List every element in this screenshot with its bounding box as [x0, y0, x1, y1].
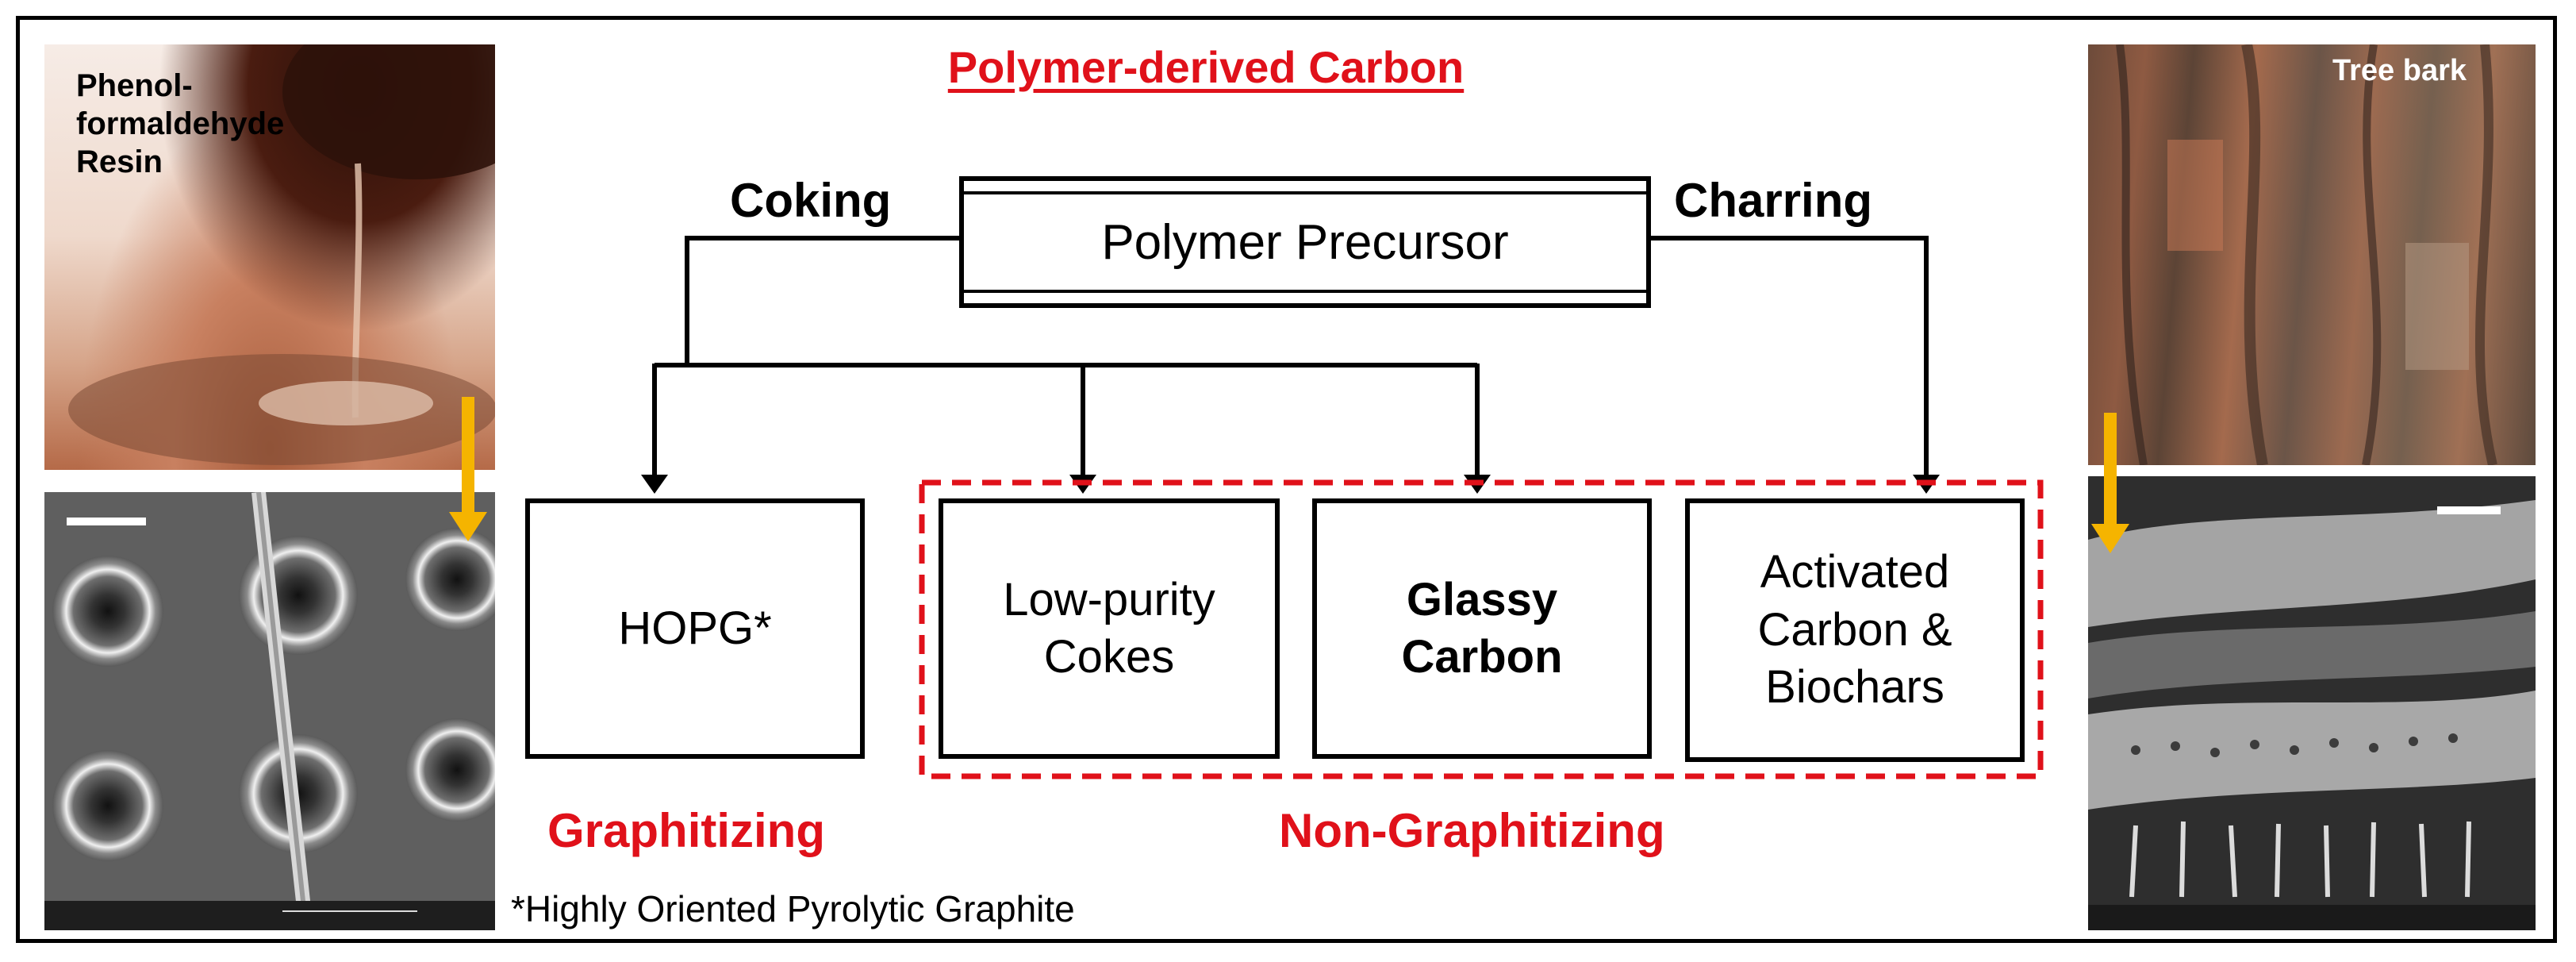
- polymer-precursor-text: Polymer Precursor: [1101, 215, 1509, 271]
- resin-label: Phenol- formaldehyde Resin: [76, 68, 285, 179]
- biochar-micrograph-graphic: [2088, 476, 2536, 930]
- precursor-outer-border: [959, 176, 1651, 308]
- activated-text-line-3: Biochars: [1765, 661, 1944, 714]
- sem-micrograph-graphic: [44, 492, 495, 930]
- resin-pour-graphic: [68, 44, 495, 465]
- activated-text-line-2: Carbon &: [1757, 603, 1952, 656]
- resin-photo: Phenol- formaldehyde Resin: [44, 44, 495, 470]
- activated-text-line-1: Activated: [1760, 546, 1950, 598]
- figure-title: Polymer-derived Carbon: [947, 42, 1465, 92]
- activated-carbon-box: Activated Carbon & Biochars: [1685, 498, 2025, 762]
- cokes-text-line-1: Low-purity: [1003, 573, 1215, 625]
- glassy-text-line-1: Glassy: [1406, 573, 1558, 625]
- bark-texture-graphic: [2116, 44, 2497, 465]
- hopg-text: HOPG*: [618, 602, 772, 654]
- charring-label: Charring: [1674, 174, 1873, 227]
- hopg-box: HOPG*: [525, 498, 865, 759]
- glassy-text-line-2: Carbon: [1401, 631, 1563, 683]
- tree-bark-photo: Tree bark: [2088, 44, 2536, 465]
- glassy-carbon-box: Glassy Carbon: [1312, 498, 1652, 759]
- resin-sem-image: [44, 492, 495, 930]
- non-graphitizing-group-border: [919, 479, 2044, 779]
- tree-bark-label: Tree bark: [2332, 54, 2467, 87]
- arrow-to-hopg: [641, 475, 668, 494]
- hopg-footnote: *Highly Oriented Pyrolytic Graphite: [511, 888, 1075, 929]
- cokes-text-line-2: Cokes: [1043, 631, 1175, 683]
- biochar-sem-image: [2088, 476, 2536, 930]
- polymer-precursor-box: Polymer Precursor: [962, 176, 1649, 310]
- non-graphitizing-label: Non-Graphitizing: [1279, 804, 1665, 857]
- coking-label: Coking: [730, 174, 892, 227]
- graphitizing-label: Graphitizing: [547, 804, 825, 857]
- low-purity-cokes-box: Low-purity Cokes: [939, 498, 1280, 759]
